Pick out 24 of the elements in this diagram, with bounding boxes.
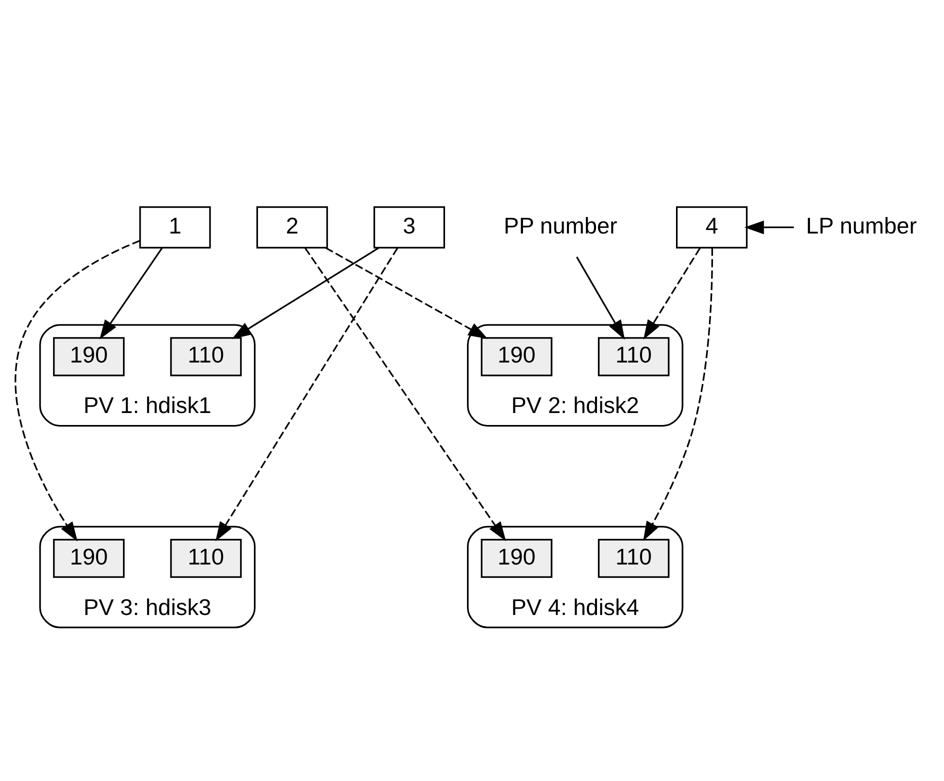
node-box: 110 bbox=[170, 538, 242, 578]
arrow bbox=[304, 247, 506, 541]
arrow bbox=[643, 247, 713, 540]
node-box: 110 bbox=[598, 538, 670, 578]
node-box: 4 bbox=[676, 206, 748, 248]
node-box: 190 bbox=[480, 538, 552, 578]
arrow bbox=[576, 256, 625, 340]
arrow bbox=[643, 247, 701, 339]
arrow bbox=[215, 247, 398, 541]
arrow bbox=[100, 247, 163, 339]
arrow bbox=[744, 220, 794, 234]
node-text: LP number bbox=[806, 212, 917, 238]
node-text: PP number bbox=[504, 212, 618, 238]
arrow bbox=[14, 240, 140, 541]
arrow bbox=[325, 246, 488, 338]
node-box: 3 bbox=[373, 206, 446, 248]
node-box: 1 bbox=[139, 206, 211, 248]
arrow bbox=[232, 246, 380, 338]
node-box: 190 bbox=[480, 336, 552, 376]
node-box: 190 bbox=[53, 538, 125, 578]
node-box: 190 bbox=[53, 336, 125, 376]
node-box: 110 bbox=[598, 336, 670, 376]
node-box: 2 bbox=[256, 206, 328, 248]
node-box: 110 bbox=[170, 336, 242, 376]
